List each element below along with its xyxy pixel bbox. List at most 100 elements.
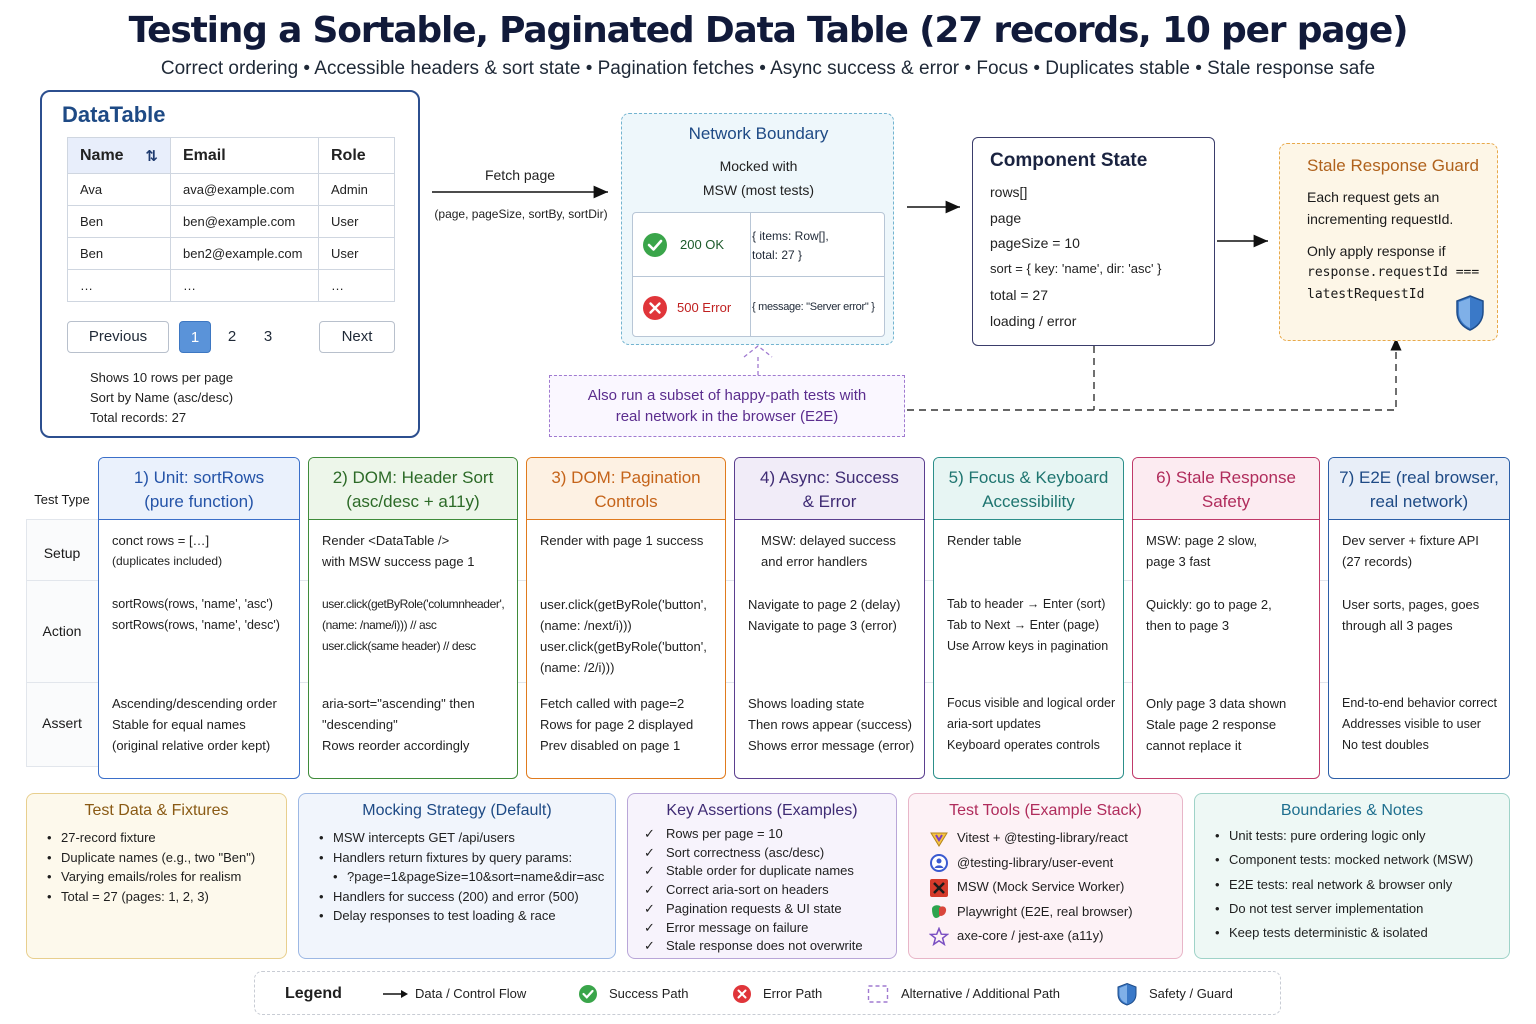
setup-cell: conct rows = […](duplicates included) [112, 533, 223, 568]
datatable-title: DataTable [62, 102, 166, 127]
page-subtitle: Correct ordering • Accessible headers & … [160, 58, 1376, 79]
guard-text: Each request gets an incrementing reques… [1307, 189, 1454, 227]
shield-icon [1117, 982, 1137, 1006]
action-cell: Quickly: go to page 2,then to page 3 [1146, 597, 1272, 633]
list-item: @testing-library/user-event [929, 851, 1133, 876]
cell-email: ben@example.com [170, 205, 319, 238]
shield-icon [1456, 295, 1484, 331]
sort-arrows-icon[interactable]: ⇅ [145, 147, 158, 165]
cell-name: Ben [67, 237, 171, 270]
guard-code: response.requestId === latestRequestId [1307, 265, 1480, 302]
row-label-column [26, 519, 100, 767]
previous-button[interactable]: Previous [67, 321, 169, 353]
list-item: Keep tests deterministic & isolated [1215, 921, 1473, 945]
list-item: Sort correctness (asc/desc) [644, 844, 863, 863]
list-item: Duplicate names (e.g., two "Ben") [47, 848, 255, 868]
list-item: Playwright (E2E, real browser) [929, 900, 1133, 925]
legend: Legend Data / Control Flow Success Path … [254, 971, 1281, 1015]
datatable-note: Shows 10 rows per page [90, 370, 234, 385]
action-cell: Tab to header → Enter (sort)Tab to Next … [947, 597, 1109, 653]
state-line: sort = { key: 'name', dir: 'asc' } [990, 261, 1162, 276]
list-item: Handlers for success (200) and error (50… [319, 887, 604, 907]
flow-arrow-icon [383, 990, 408, 998]
table-row: Ben ben@example.com User [67, 205, 395, 238]
check-circle-icon [643, 233, 667, 257]
axe-icon [929, 926, 949, 946]
datatable-panel: DataTable Name⇅ Email Role Ava ava@examp… [40, 90, 420, 438]
response-table: 200 OK { items: Row[], total: 27 } 500 E… [632, 212, 885, 337]
list-item: 27-record fixture [47, 828, 255, 848]
list-item: Total = 27 (pages: 1, 2, 3) [47, 887, 255, 907]
fixtures-panel: Test Data & Fixtures 27-record fixture D… [26, 793, 287, 959]
cell-name: Ben [67, 205, 171, 238]
error-circle-icon [643, 296, 667, 320]
panel-title: Test Tools (Example Stack) [949, 802, 1142, 819]
column-header-email[interactable]: Email [170, 137, 319, 174]
setup-cell: Render with page 1 success [540, 533, 704, 548]
fetch-params: (page, pageSize, sortBy, sortDir) [434, 207, 608, 221]
row-label-action: Action [42, 623, 82, 639]
cell-name: Ava [67, 173, 171, 206]
assert-cell: aria-sort="ascending" then"descending"Ro… [322, 696, 475, 753]
page-2-button[interactable]: 2 [227, 328, 237, 345]
page-1-button[interactable]: 1 [179, 321, 211, 353]
dashed-path-e2e-to-guard [907, 338, 1402, 411]
msw-icon [930, 878, 948, 897]
row-label-assert: Assert [42, 715, 82, 731]
check-circle-icon [579, 985, 597, 1003]
action-cell: user.click(getByRole('columnheader',(nam… [322, 597, 505, 653]
next-button[interactable]: Next [319, 321, 395, 353]
cell-role: User [318, 237, 395, 270]
setup-cell: Render <DataTable />with MSW success pag… [322, 533, 475, 569]
column-header-name[interactable]: Name⇅ [67, 137, 171, 174]
list-item: axe-core / jest-axe (a11y) [929, 924, 1133, 949]
boundaries-notes-panel: Boundaries & Notes Unit tests: pure orde… [1194, 793, 1510, 959]
list-item: ?page=1&pageSize=10&sort=name&dir=asc [319, 867, 604, 887]
cell-role: … [318, 269, 395, 302]
list-item: MSW (Mock Service Worker) [929, 875, 1133, 900]
list-item: Stale response does not overwrite [644, 937, 863, 956]
error-status: 500 Error [677, 300, 732, 315]
datatable-note: Total records: 27 [90, 410, 187, 425]
list-item: E2E tests: real network & browser only [1215, 873, 1473, 897]
test-tools-panel: Test Tools (Example Stack) Vitest + @tes… [908, 793, 1183, 959]
mocking-strategy-panel: Mocking Strategy (Default) MSW intercept… [298, 793, 616, 959]
test-column-async: 4) Async: Success& Error MSW: delayed su… [734, 457, 925, 779]
component-state-title: Component State [990, 150, 1148, 171]
cell-role: Admin [318, 173, 395, 206]
panel-title: Key Assertions (Examples) [666, 802, 858, 819]
error-circle-icon [733, 985, 751, 1003]
fetch-label: Fetch page [484, 167, 556, 183]
success-body: { items: Row[], total: 27 } [752, 229, 829, 262]
e2e-note: Also run a subset of happy-path tests wi… [549, 375, 905, 437]
table-row: Ben ben2@example.com User [67, 237, 395, 270]
list-item: Delay responses to test loading & race [319, 906, 604, 926]
playwright-icon [932, 905, 947, 919]
setup-cell: Render table [947, 533, 1022, 548]
panel-title: Boundaries & Notes [1280, 802, 1424, 819]
legend-title: Legend [285, 985, 342, 1002]
legend-safety: Safety / Guard [1149, 986, 1233, 1001]
column-header-role[interactable]: Role [318, 137, 395, 174]
table-row: … … … [67, 269, 395, 302]
success-status: 200 OK [680, 237, 725, 252]
page-3-button[interactable]: 3 [263, 328, 273, 345]
panel-title: Test Data & Fixtures [84, 802, 229, 819]
datatable-table: Name⇅ Email Role Ava ava@example.com Adm… [67, 137, 395, 302]
legend-flow: Data / Control Flow [415, 986, 527, 1001]
list-item: MSW intercepts GET /api/users [319, 828, 604, 848]
setup-cell: Dev server + fixture API(27 records) [1342, 533, 1479, 569]
state-line: pageSize = 10 [990, 235, 1080, 251]
column-title: 2) DOM: Header Sort(asc/desc + a11y) [309, 458, 517, 520]
